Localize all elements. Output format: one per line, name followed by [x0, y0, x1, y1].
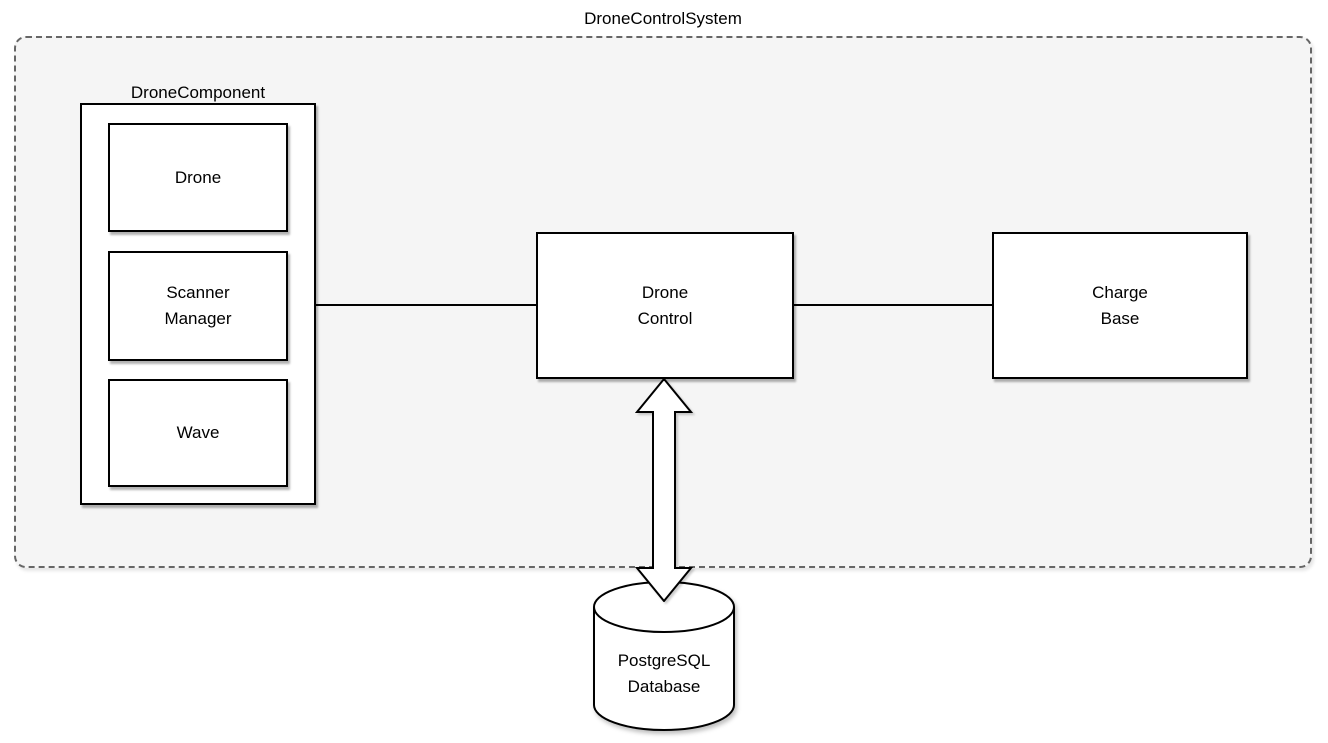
node-drone-control-label: Drone Control: [637, 282, 693, 328]
database-cylinder-icon: [593, 581, 735, 731]
node-charge-base-label: Charge Base: [1092, 282, 1148, 328]
node-postgresql-database-label: PostgreSQL Database: [617, 651, 711, 696]
node-drone-control: Drone Control: [536, 232, 794, 379]
node-wave: Wave: [108, 379, 288, 487]
system-container-title: DroneControlSystem: [584, 9, 742, 28]
drone-component-label: DroneComponent: [130, 83, 266, 102]
node-scanner-manager-label: Scanner Manager: [164, 283, 232, 328]
connector-dronecomponent-dronecontrol: [315, 304, 537, 306]
node-drone: Drone: [108, 123, 288, 232]
node-scanner-manager: Scanner Manager: [108, 251, 288, 361]
double-arrow-dronecontrol-database: [634, 378, 694, 602]
node-drone-label: Drone: [174, 167, 222, 187]
node-charge-base: Charge Base: [992, 232, 1248, 379]
connector-dronecontrol-chargebase: [793, 304, 993, 306]
node-wave-label: Wave: [176, 423, 220, 442]
